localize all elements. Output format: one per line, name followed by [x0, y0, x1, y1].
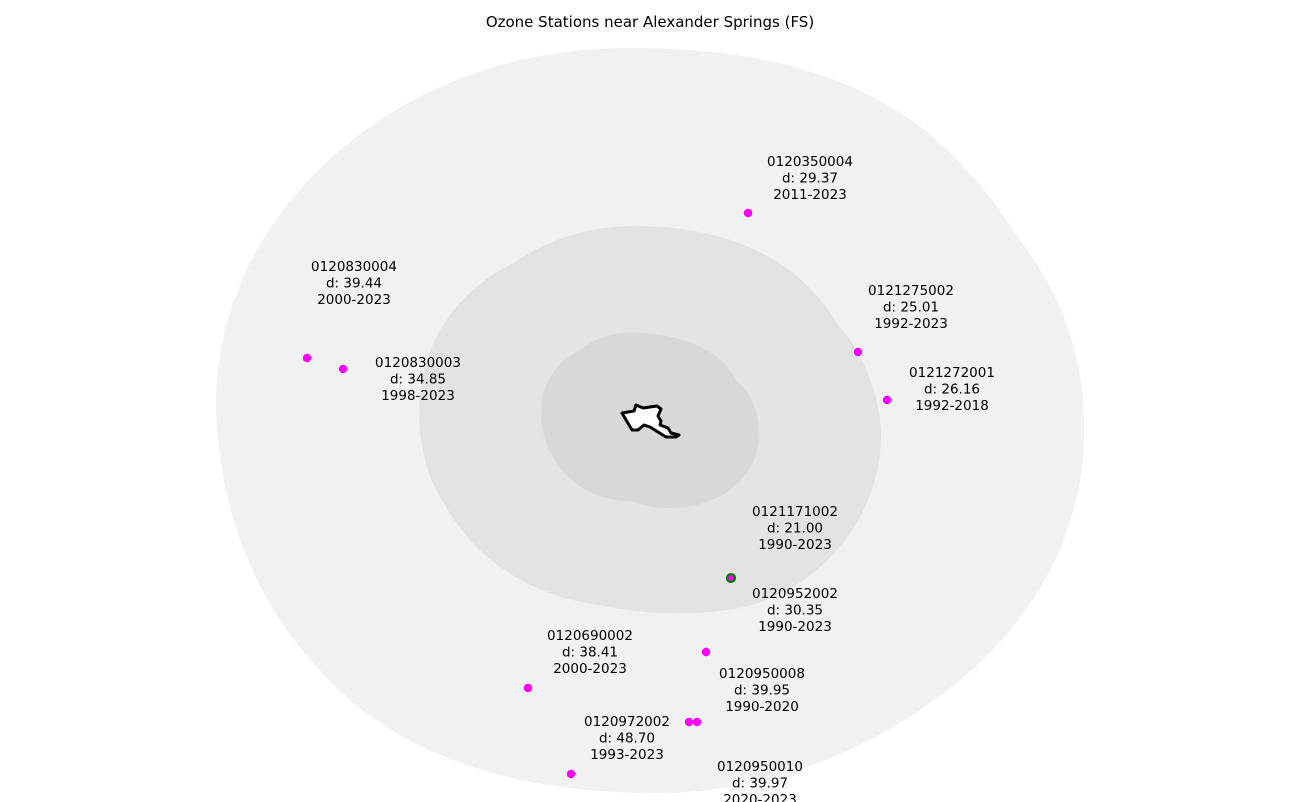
station-distance: d: 26.16: [924, 382, 980, 398]
station-distance: d: 30.35: [767, 603, 823, 619]
station-id: 0121171002: [752, 504, 838, 520]
station-years: 2011-2023: [773, 187, 847, 203]
station-id: 0120830003: [375, 355, 461, 371]
station-marker[interactable]: [743, 208, 753, 218]
station-years: 1998-2023: [381, 388, 455, 404]
station-years: 1992-2023: [874, 316, 948, 332]
station-marker[interactable]: [882, 395, 892, 405]
station-marker[interactable]: [302, 353, 312, 363]
station-years: 2000-2023: [317, 292, 391, 308]
station-marker[interactable]: [566, 769, 576, 779]
station-id: 0120690002: [547, 628, 633, 644]
station-id: 0120972002: [584, 714, 670, 730]
station-distance: d: 48.70: [599, 731, 655, 747]
station-distance: d: 39.97: [732, 776, 788, 792]
station-years: 1990-2023: [758, 537, 832, 553]
station-id: 0121272001: [909, 365, 995, 381]
station-marker[interactable]: [853, 347, 863, 357]
station-years: 1992-2018: [915, 398, 989, 414]
nearest-station-marker[interactable]: [725, 572, 737, 584]
station-years: 1990-2023: [758, 619, 832, 635]
station-years: 1993-2023: [590, 747, 664, 763]
station-years: 2020-2023: [723, 792, 797, 802]
station-distance: d: 29.37: [782, 171, 838, 187]
station-distance: d: 38.41: [562, 645, 618, 661]
station-id: 0120350004: [767, 154, 853, 170]
station-id: 0120952002: [752, 586, 838, 602]
station-distance: d: 25.01: [883, 300, 939, 316]
station-years: 2000-2023: [553, 661, 627, 677]
station-marker[interactable]: [338, 364, 348, 374]
map-title: Ozone Stations near Alexander Springs (F…: [485, 13, 815, 31]
station-years: 1990-2020: [725, 699, 799, 715]
station-distance: d: 39.95: [734, 683, 790, 699]
station-marker[interactable]: [523, 683, 533, 693]
station-distance: d: 21.00: [767, 521, 823, 537]
station-id: 0121275002: [868, 283, 954, 299]
station-marker[interactable]: [701, 647, 711, 657]
alexander-springs-boundary: [620, 403, 681, 439]
station-id: 0120950008: [719, 666, 805, 682]
station-marker[interactable]: [692, 717, 702, 727]
station-distance: d: 34.85: [390, 372, 446, 388]
station-distance: d: 39.44: [326, 276, 382, 292]
station-id: 0120950010: [717, 759, 803, 775]
station-marker[interactable]: [684, 717, 694, 727]
station-id: 0120830004: [311, 259, 397, 275]
